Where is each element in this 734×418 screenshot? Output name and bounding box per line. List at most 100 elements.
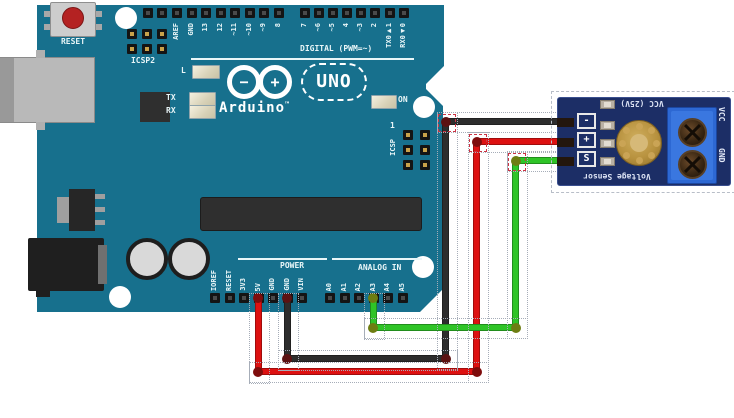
wire-corner-highlight bbox=[508, 153, 526, 171]
wire-bend-point[interactable] bbox=[472, 367, 482, 377]
terminal-screw-vcc[interactable] bbox=[678, 118, 707, 147]
terminal-screw-gnd[interactable] bbox=[678, 150, 707, 179]
wire-bend-point[interactable] bbox=[368, 293, 378, 303]
module-pin-plus[interactable] bbox=[557, 138, 574, 147]
wire-black-gnd-segment[interactable] bbox=[284, 299, 291, 363]
pin-TX01[interactable] bbox=[385, 8, 395, 18]
wire-bend-point[interactable] bbox=[253, 367, 263, 377]
icsp-pin[interactable] bbox=[420, 160, 430, 170]
wire-black-gnd-segment[interactable] bbox=[284, 355, 450, 362]
pin-label: GND bbox=[187, 23, 195, 36]
module-signal-label: S bbox=[577, 151, 596, 167]
header-pin[interactable] bbox=[143, 8, 153, 18]
icsp2-pin[interactable] bbox=[157, 44, 167, 54]
terminal-gnd-label: GND bbox=[717, 148, 726, 163]
pin-6[interactable] bbox=[314, 8, 324, 18]
pin-A0[interactable] bbox=[325, 293, 335, 303]
gold-pad-dot bbox=[623, 151, 631, 159]
smd-resistor bbox=[600, 100, 615, 109]
pin-7[interactable] bbox=[300, 8, 310, 18]
power-jack-opening bbox=[98, 245, 107, 284]
module-pin-signal[interactable] bbox=[557, 157, 574, 166]
icsp2-pin[interactable] bbox=[142, 44, 152, 54]
wire-bend-point[interactable] bbox=[472, 137, 482, 147]
pin-VIN[interactable] bbox=[297, 293, 307, 303]
icsp-pin[interactable] bbox=[403, 130, 413, 140]
gold-pad-dot bbox=[618, 139, 626, 147]
icsp2-pin[interactable] bbox=[157, 29, 167, 39]
regulator-tab bbox=[57, 197, 71, 223]
icsp-pin[interactable] bbox=[420, 145, 430, 155]
pin-11[interactable] bbox=[230, 8, 240, 18]
pin-AREF[interactable] bbox=[172, 8, 182, 18]
pin-RX00[interactable] bbox=[399, 8, 409, 18]
wire-selection-outline bbox=[249, 293, 270, 384]
wire-red-5v-segment[interactable] bbox=[255, 299, 262, 376]
wire-red-5v-segment[interactable] bbox=[473, 138, 480, 375]
wire-selection-outline bbox=[468, 132, 489, 383]
pin-label: 2 bbox=[370, 23, 378, 28]
pin-12[interactable] bbox=[216, 8, 226, 18]
icsp2-pin[interactable] bbox=[127, 44, 137, 54]
pin-A1[interactable] bbox=[339, 293, 350, 303]
pin-label: 4 bbox=[342, 23, 350, 28]
wire-bend-point[interactable] bbox=[253, 293, 263, 303]
pin-3[interactable] bbox=[356, 8, 366, 18]
wire-bend-point[interactable] bbox=[511, 323, 521, 333]
icsp2-pin[interactable] bbox=[127, 29, 137, 39]
icsp-pin[interactable] bbox=[403, 160, 413, 170]
capacitor bbox=[126, 238, 168, 280]
led-tx-label: TX bbox=[166, 93, 176, 102]
pin-IOREF[interactable] bbox=[210, 293, 220, 303]
wire-green-signal-segment[interactable] bbox=[370, 324, 520, 331]
wire-red-5v-segment[interactable] bbox=[473, 138, 575, 145]
pin-label: IOREF bbox=[210, 269, 218, 291]
smd-resistor bbox=[600, 121, 615, 130]
pin-2[interactable] bbox=[370, 8, 380, 18]
wire-bend-point[interactable] bbox=[441, 117, 451, 127]
pin-A4[interactable] bbox=[383, 293, 393, 303]
power-divider-line bbox=[238, 258, 327, 260]
module-pin-minus[interactable] bbox=[557, 118, 574, 127]
pin-10[interactable] bbox=[245, 8, 255, 18]
pin-4[interactable] bbox=[342, 8, 352, 18]
pin-A2[interactable] bbox=[354, 293, 364, 303]
brand-tm: ™ bbox=[285, 100, 291, 109]
wire-black-gnd-segment[interactable] bbox=[442, 118, 575, 125]
pin-label: ~6 bbox=[314, 23, 322, 32]
usb-tab-bottom bbox=[36, 122, 45, 130]
reset-button-cap[interactable] bbox=[62, 7, 84, 29]
wire-bend-point[interactable] bbox=[511, 156, 521, 166]
wire-green-signal-segment[interactable] bbox=[512, 157, 519, 332]
wire-bend-point[interactable] bbox=[282, 354, 292, 364]
wire-black-gnd-segment[interactable] bbox=[442, 118, 449, 363]
pin-8[interactable] bbox=[274, 8, 284, 18]
wire-bend-point[interactable] bbox=[368, 323, 378, 333]
wire-bend-point[interactable] bbox=[282, 293, 292, 303]
pin-label: 5V bbox=[253, 282, 262, 291]
module-plus-label: + bbox=[577, 132, 596, 148]
wire-green-signal-segment[interactable] bbox=[512, 157, 575, 164]
icsp-pin[interactable] bbox=[420, 130, 430, 140]
pin-13[interactable] bbox=[201, 8, 211, 18]
usb-connector-edge bbox=[0, 58, 14, 122]
wire-selection-outline bbox=[364, 293, 385, 340]
wire-corner-highlight bbox=[438, 114, 456, 132]
pin-RESET[interactable] bbox=[224, 293, 235, 303]
wire-bend-point[interactable] bbox=[441, 354, 451, 364]
pin-label: A2 bbox=[354, 282, 362, 291]
pin-label: 12 bbox=[216, 23, 224, 32]
icsp2-pin[interactable] bbox=[142, 29, 152, 39]
gold-pad-dot bbox=[635, 156, 643, 164]
header-pin[interactable] bbox=[157, 8, 167, 18]
pin-9[interactable] bbox=[259, 8, 269, 18]
pin-A5[interactable] bbox=[397, 293, 408, 303]
pin-GND[interactable] bbox=[268, 293, 278, 303]
icsp-pin[interactable] bbox=[403, 145, 413, 155]
wire-green-signal-segment[interactable] bbox=[370, 299, 377, 332]
pin-GND[interactable] bbox=[187, 8, 197, 18]
pin-5[interactable] bbox=[328, 8, 338, 18]
digital-divider-line bbox=[191, 58, 414, 60]
wire-red-5v-segment[interactable] bbox=[255, 368, 481, 375]
pin-3V3[interactable] bbox=[239, 293, 249, 303]
